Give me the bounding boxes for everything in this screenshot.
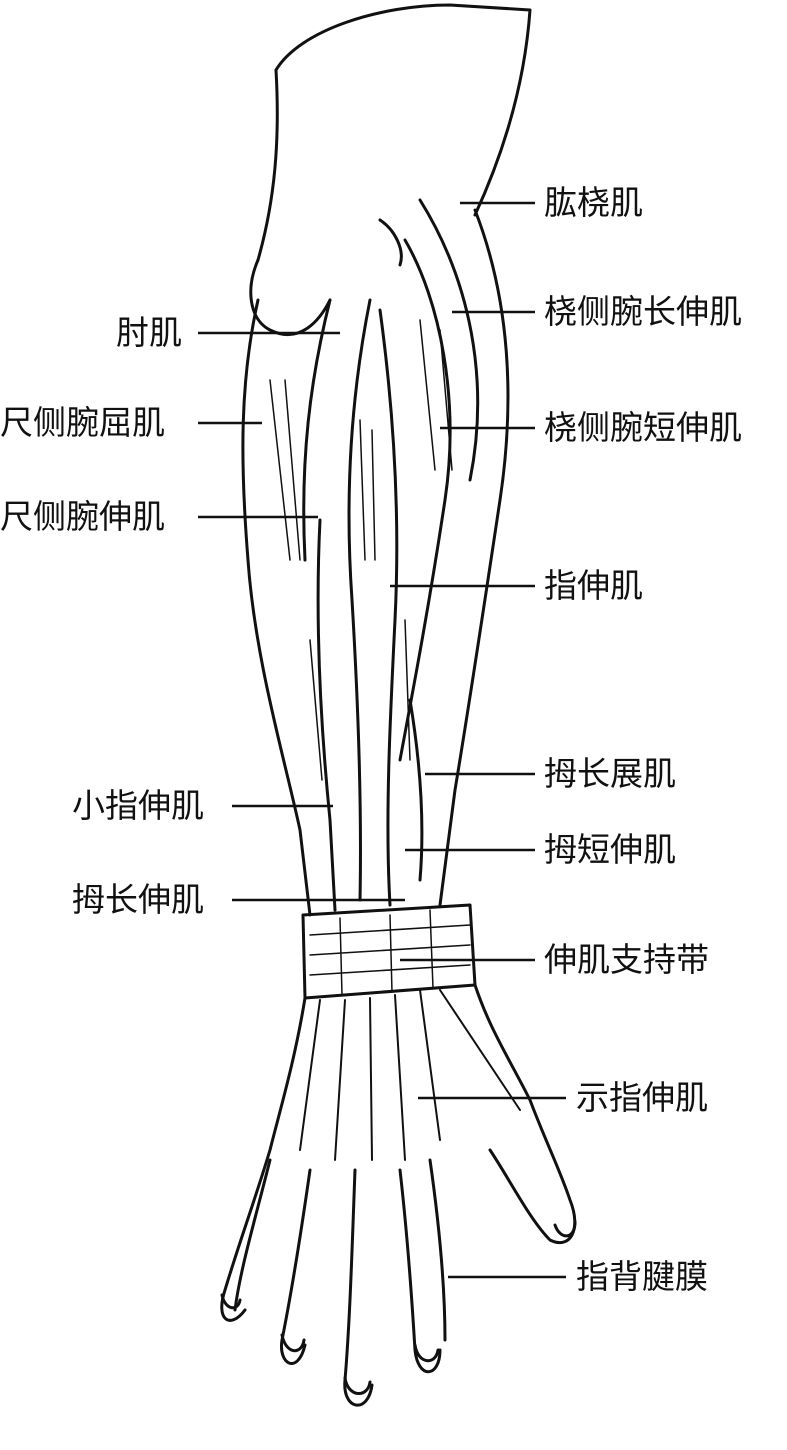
label-ext-digitorum: 指伸肌: [544, 566, 643, 605]
forearm-radial-edge: [438, 208, 510, 907]
label-ext-indicis: 示指伸肌: [576, 1078, 708, 1117]
label-ext-carpi-rad-brevis: 桡侧腕短伸肌: [544, 408, 742, 447]
label-anconeus: 肘肌: [116, 313, 182, 352]
finger-index: [398, 1168, 442, 1374]
upper-arm-outline: [274, 3, 532, 217]
retinaculum-band: [301, 903, 477, 1000]
leader-lines: [198, 201, 566, 1279]
label-ext-digiti-minimi: 小指伸肌: [72, 786, 204, 825]
hand-outline: [220, 996, 307, 1322]
forearm-ulnar-edge: [241, 298, 312, 917]
label-ext-pollicis-brevis: 拇短伸肌: [544, 830, 676, 869]
elbow-outline: [249, 258, 332, 337]
label-ext-retinaculum: 伸肌支持带: [544, 940, 709, 979]
label-ext-carpi-rad-longus: 桡侧腕长伸肌: [544, 292, 742, 331]
label-abd-pollicis-longus: 拇长展肌: [544, 754, 676, 793]
label-dorsal-expansion: 指背腱膜: [576, 1257, 708, 1296]
finger-ring: [280, 1168, 312, 1365]
label-brachioradialis: 肱桡肌: [544, 183, 643, 222]
label-ext-carpi-ulnaris: 尺侧腕伸肌: [0, 497, 165, 536]
finger-little: [233, 1158, 272, 1312]
finger-middle: [343, 1168, 374, 1407]
label-flex-carpi-ulnaris: 尺侧腕屈肌: [0, 403, 165, 442]
label-ext-pollicis-longus: 拇长伸肌: [72, 880, 204, 919]
